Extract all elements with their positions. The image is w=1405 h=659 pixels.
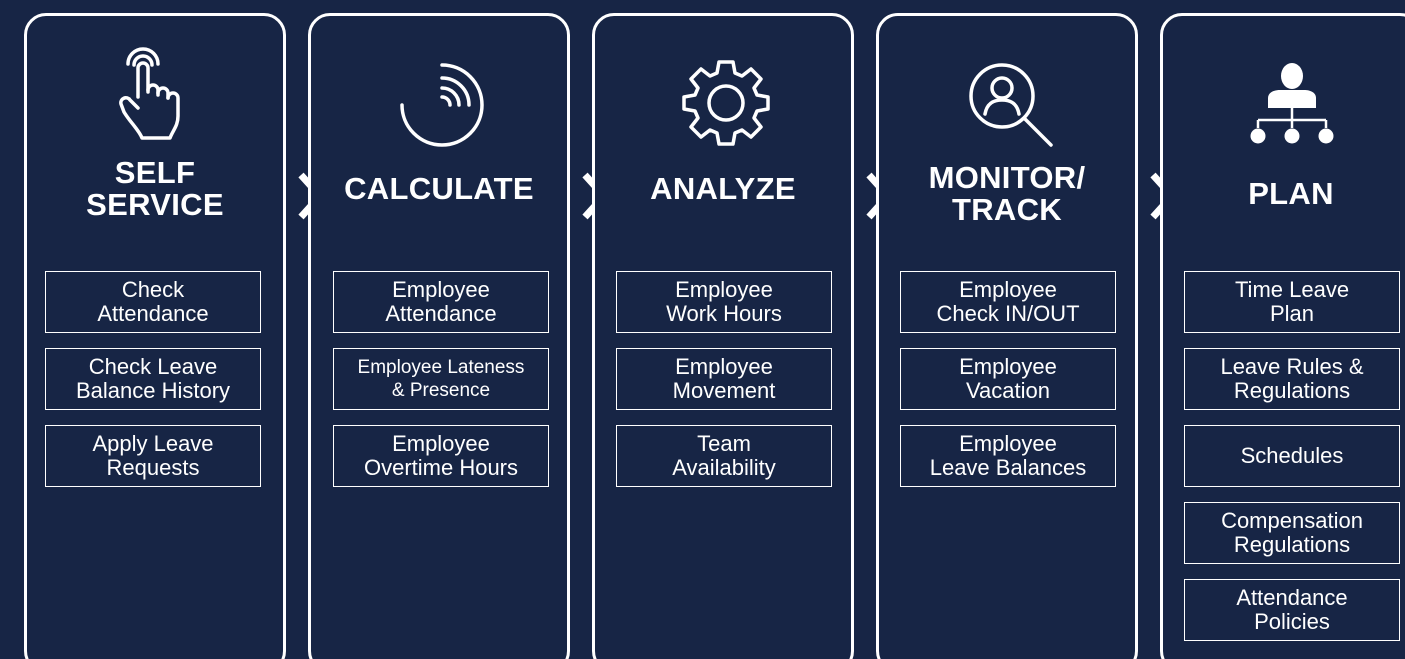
list-item: Apply Leave Requests	[45, 425, 261, 487]
calculation-dial-icon	[400, 63, 484, 147]
stage-self-service: SELF SERVICE Check Attendance Check Leav…	[24, 13, 286, 659]
list-item: Employee Vacation	[900, 348, 1116, 410]
stage-title: PLAN	[1248, 176, 1334, 211]
list-item: Employee Movement	[616, 348, 832, 410]
list-item: Leave Rules & Regulations	[1184, 348, 1400, 410]
gear-icon	[682, 60, 770, 146]
stage-title: CALCULATE	[344, 171, 534, 206]
stage-monitor-track: MONITOR/ TRACK Employee Check IN/OUT Emp…	[876, 13, 1138, 659]
stage-title: SELF SERVICE	[86, 155, 224, 222]
person-search-icon	[969, 63, 1053, 147]
list-item: Schedules	[1184, 425, 1400, 487]
list-item: Employee Attendance	[333, 271, 549, 333]
list-item: Compensation Regulations	[1184, 502, 1400, 564]
list-item: Time Leave Plan	[1184, 271, 1400, 333]
list-item: Team Availability	[616, 425, 832, 487]
list-item: Check Leave Balance History	[45, 348, 261, 410]
stage-calculate: CALCULATE Employee Attendance Employee L…	[308, 13, 570, 659]
stage-title: MONITOR/ TRACK	[928, 160, 1086, 227]
list-item: Employee Work Hours	[616, 271, 832, 333]
list-item: Attendance Policies	[1184, 579, 1400, 641]
stage-plan: PLAN Time Leave Plan Leave Rules & Regul…	[1160, 13, 1405, 659]
list-item: Employee Check IN/OUT	[900, 271, 1116, 333]
list-item: Employee Overtime Hours	[333, 425, 549, 487]
list-item: Employee Lateness & Presence	[333, 348, 549, 410]
stage-analyze: ANALYZE Employee Work Hours Employee Mov…	[592, 13, 854, 659]
list-item: Employee Leave Balances	[900, 425, 1116, 487]
tap-hand-icon	[119, 47, 180, 140]
list-item: Check Attendance	[45, 271, 261, 333]
stage-title: ANALYZE	[650, 171, 796, 206]
org-chart-icon	[1250, 63, 1334, 144]
